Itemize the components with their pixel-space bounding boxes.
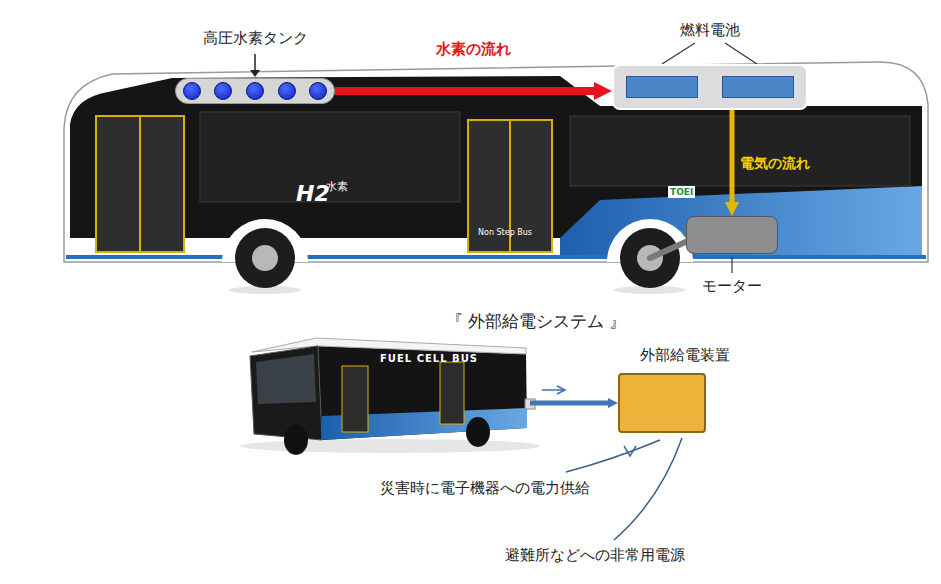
bus-door [96, 116, 552, 252]
leader-line [725, 43, 757, 64]
fuel-cell-bus-illustration [250, 346, 322, 440]
bus-decal: TOEI [668, 186, 695, 198]
note: 避難所などへの非常用電源 [505, 545, 685, 565]
hydrogen-tank-shape [175, 78, 335, 104]
bus-decal: Non Step Bus [478, 228, 532, 238]
section-title: 『 外部給電システム 』 [446, 310, 627, 332]
fuel-cell-bus-illustration [318, 346, 527, 440]
bus-door [139, 116, 141, 252]
bus-door [96, 116, 184, 252]
fuel-cell-bus-illustration [342, 366, 368, 432]
note: 災害時に電子機器への電力供給 [380, 478, 590, 498]
flow-label: 水素の流れ [436, 39, 511, 59]
bus-door [468, 120, 552, 252]
external-power-device-shape [618, 373, 706, 433]
tank-cylinder [278, 82, 296, 100]
fuel-cell-bus-label: FUEL CELL BUS [380, 352, 478, 366]
fuel-cell-stack [722, 76, 794, 98]
wheel [235, 228, 295, 288]
bus-body [64, 62, 928, 262]
bus-body [66, 255, 926, 259]
motor-shaft [650, 240, 690, 258]
power-cable [530, 401, 608, 406]
motor: モーター [686, 216, 778, 296]
leader-line [250, 43, 757, 273]
bus-logo: 水素 [326, 180, 348, 194]
bus-window [200, 112, 460, 202]
leader-curve [566, 440, 660, 472]
hydrogen-tank: 高圧水素タンク [175, 28, 335, 104]
motor-shaft [650, 240, 690, 258]
leader-line [254, 54, 256, 71]
direction-arrow [542, 389, 564, 391]
leader-line [662, 43, 695, 64]
leader-line [731, 257, 732, 273]
hydrogen-tank-label: 高圧水素タンク [175, 28, 335, 48]
fuel-cell-bus-illustration [256, 354, 316, 404]
bus-logo: H2 [296, 182, 330, 206]
wheel [229, 228, 686, 294]
leader-curve [614, 438, 682, 540]
tank-cylinder [183, 82, 201, 100]
fuel-cell-bus-illustration [466, 417, 490, 447]
motor-label: モーター [686, 276, 778, 296]
tank-cylinder [214, 82, 232, 100]
bus-body [64, 62, 928, 262]
external-power-device-label: 外部給電装置 [618, 345, 768, 365]
bus-window [570, 116, 910, 186]
tank-cylinder [309, 82, 327, 100]
electricity-flow-arrow [730, 110, 735, 202]
fuel-cell-bus-illustration [240, 338, 540, 455]
fuel-cell-bus-illustration [284, 425, 308, 455]
fuel-cell-bus-illustration [440, 362, 464, 424]
fuel-cell-stack [626, 76, 698, 98]
fuel-cell-shape [612, 64, 808, 110]
motor-shape [686, 216, 778, 254]
fuel-cell: 燃料電池 [612, 20, 808, 110]
external-power-device: 外部給電装置 [618, 345, 768, 433]
direction-arrow [557, 386, 565, 394]
fuel-cell-bus: FUEL CELL BUS [240, 340, 530, 445]
hydrogen-flow-arrow [335, 87, 594, 95]
leader-line [250, 70, 260, 77]
wheel [252, 245, 278, 271]
fuel-cell-label: 燃料電池 [612, 20, 808, 40]
tank-cylinder [246, 82, 264, 100]
flow-label: 電気の流れ [740, 153, 810, 173]
